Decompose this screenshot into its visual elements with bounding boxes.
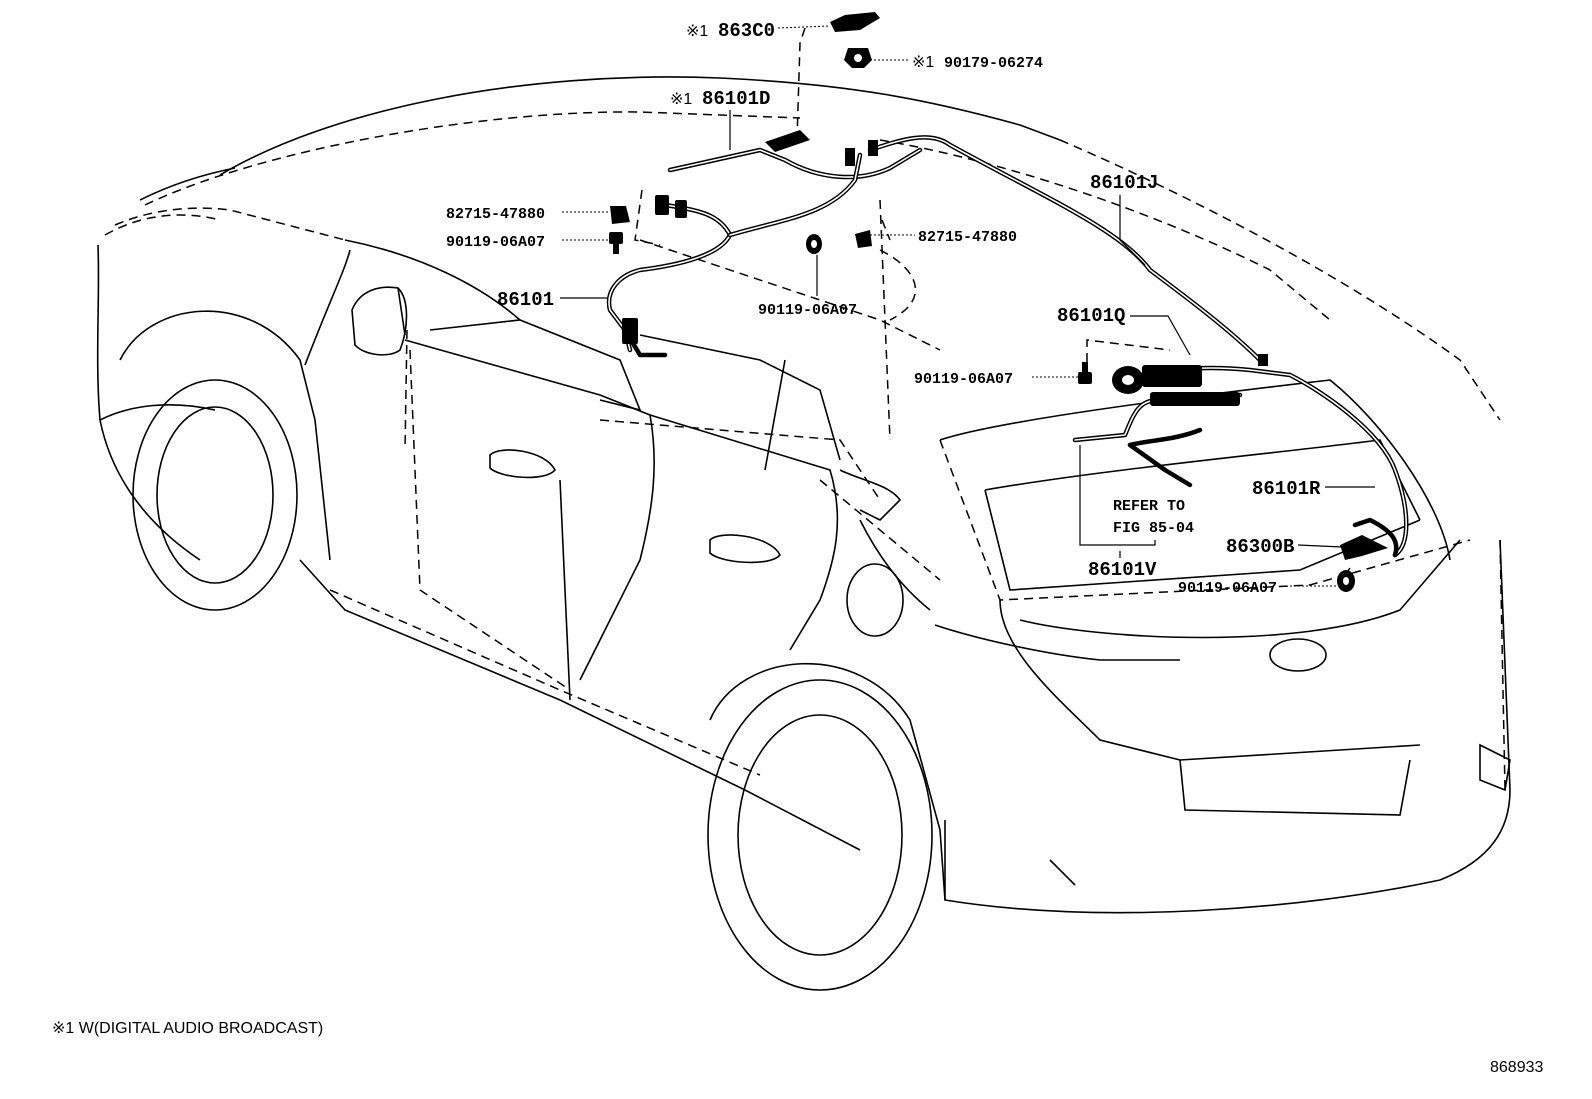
vehicle-outline (96, 76, 1511, 991)
label-90179-06274: 90179-06274 (944, 55, 1043, 72)
label-82715-47880-left: 82715-47880 (446, 206, 545, 223)
mark-86101d: ※1 (670, 91, 692, 108)
label-86300b: 86300B (1226, 536, 1294, 558)
refer-to-line2: FIG 85-04 (1113, 520, 1194, 537)
label-863c0: 863C0 (718, 20, 775, 42)
label-90119-06a07-rear: 90119-06A07 (914, 371, 1013, 388)
bolt-c (1078, 362, 1092, 384)
label-86101r: 86101R (1252, 478, 1321, 500)
label-86101d: 86101D (702, 88, 770, 110)
mark-863c0: ※1 (686, 23, 708, 40)
figure-number: 868933 (1490, 1059, 1543, 1076)
label-86101q: 86101Q (1057, 305, 1125, 327)
bolt-a (609, 232, 623, 254)
leader-lines (560, 25, 1375, 587)
refer-to-line1: REFER TO (1113, 498, 1185, 515)
label-82715-47880-right: 82715-47880 (918, 229, 1017, 246)
footnote: ※1 W(DIGITAL AUDIO BROADCAST) (52, 1020, 323, 1037)
part-labels: ※1 863C0 ※1 90179-06274 ※1 86101D 86101J… (446, 20, 1321, 597)
mark-90179-06274: ※1 (912, 54, 934, 71)
label-90119-06a07-center: 90119-06A07 (758, 302, 857, 319)
reference-lines (404, 27, 1351, 576)
label-90119-06a07-hatch: 90119-06A07 (1178, 580, 1277, 597)
label-86101: 86101 (497, 289, 554, 311)
label-90119-06a07-left: 90119-06A07 (446, 234, 545, 251)
label-86101j: 86101J (1090, 172, 1158, 194)
label-86101v: 86101V (1088, 559, 1157, 581)
parts (609, 12, 1388, 592)
